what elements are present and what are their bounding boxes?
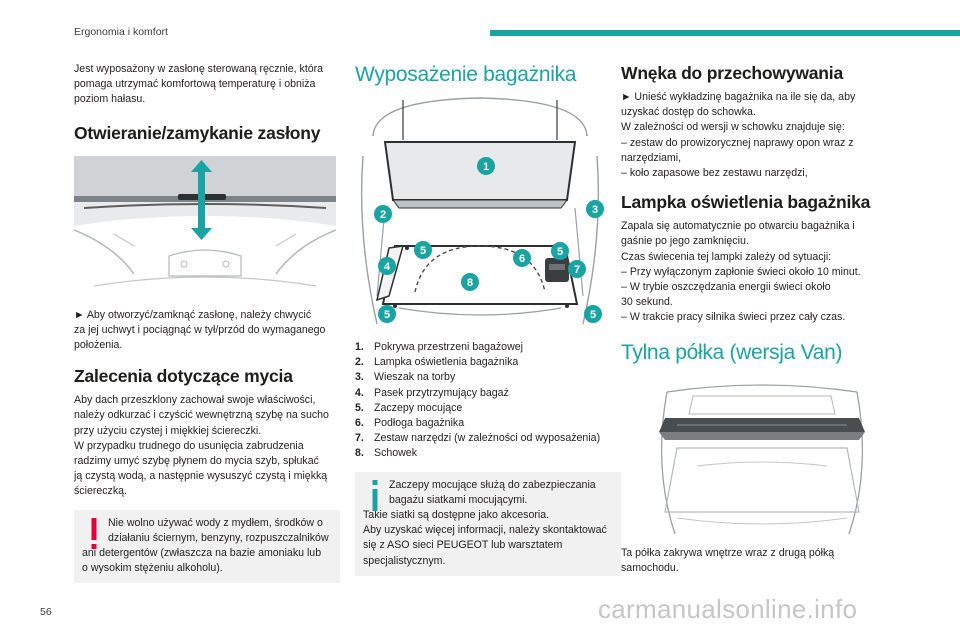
callout-5d: 5 xyxy=(584,305,602,323)
legend-item: 6.Podłoga bagażnika xyxy=(355,417,465,430)
heading-blind: Otwieranie/zamykanie zasłony xyxy=(74,122,321,143)
svg-text:3: 3 xyxy=(592,204,598,216)
callout-2: 2 xyxy=(374,205,392,223)
column-right: Wnęka do przechowywania ► Unieść wykładz… xyxy=(621,62,887,576)
legend-item: 8.Schowek xyxy=(355,447,417,460)
storage-paragraph: ► Unieść wykładzinę bagażnika na ile się… xyxy=(621,91,856,180)
warning-box: Nie wolno używać wody z mydłem, środków … xyxy=(74,509,340,584)
heading-cleaning: Zalecenia dotyczące mycia xyxy=(74,366,293,387)
warning-exclamation-icon xyxy=(91,517,97,549)
legend-item: 1.Pokrywa przestrzeni bagażowej xyxy=(355,341,523,353)
column-left: Jest wyposażony w zasłonę sterowaną ręcz… xyxy=(74,62,340,584)
legend-item: 4.Pasek przytrzymujący bagaż xyxy=(355,386,509,399)
rear-shelf-illustration xyxy=(647,377,877,534)
svg-text:6: 6 xyxy=(519,253,525,265)
legend-list: 1.Pokrywa przestrzeni bagażowej 2.Lampka… xyxy=(355,340,621,462)
legend-item: 3.Wieszak na torby xyxy=(355,371,456,384)
blind-instruction: ► Aby otworzyć/zamknąć zasłonę, należy c… xyxy=(74,308,326,352)
svg-text:8: 8 xyxy=(467,277,473,289)
lamp-paragraph: Zapala się automatycznie po otwarciu bag… xyxy=(621,220,861,324)
shelf-paragraph: Ta półka zakrywa wnętrze wraz z drugą pó… xyxy=(621,546,835,574)
callout-1: 1 xyxy=(477,157,495,175)
callout-5b: 5 xyxy=(551,242,569,260)
svg-text:4: 4 xyxy=(384,261,391,273)
callout-8: 8 xyxy=(461,273,479,291)
callout-3: 3 xyxy=(586,200,604,218)
info-icon xyxy=(372,479,378,511)
legend-item: 7.Zestaw narzędzi (w zależności od wypos… xyxy=(355,432,601,445)
column-middle: Wyposażenie bagażnika 1 2 3 4 5 5 6 7 8 … xyxy=(355,62,621,576)
legend-item: 5.Zaczepy mocujące xyxy=(355,401,463,414)
heading-rear-shelf: Tylna półka (wersja Van) xyxy=(621,340,843,364)
page-number: 56 xyxy=(40,606,52,618)
callout-5a: 5 xyxy=(414,241,432,259)
intro-paragraph: Jest wyposażony w zasłonę sterowaną ręcz… xyxy=(74,63,324,106)
svg-text:5: 5 xyxy=(590,309,596,321)
svg-text:5: 5 xyxy=(557,246,563,258)
svg-text:5: 5 xyxy=(384,309,390,321)
watermark: carmanualsonline.info xyxy=(598,594,858,624)
running-header: Ergonomia i komfort xyxy=(74,26,168,38)
header-accent-bar xyxy=(490,30,960,36)
svg-text:1: 1 xyxy=(483,161,489,173)
callout-6: 6 xyxy=(513,249,531,267)
svg-text:7: 7 xyxy=(574,264,580,276)
heading-storage: Wnęka do przechowywania xyxy=(621,63,843,83)
legend-item: 2.Lampka oświetlenia bagażnika xyxy=(355,356,519,369)
heading-boot-lamp: Lampka oświetlenia bagażnika xyxy=(621,192,871,213)
svg-text:2: 2 xyxy=(380,209,386,221)
boot-equipment-illustration: 1 2 3 4 5 5 6 7 8 5 5 xyxy=(355,96,605,328)
callout-7: 7 xyxy=(568,260,586,278)
cleaning-paragraph: Aby dach przeszklony zachował swoje właś… xyxy=(74,394,329,498)
sunroof-blind-illustration xyxy=(74,155,336,294)
info-box: Zaczepy mocujące służą do zabezpieczania… xyxy=(355,471,621,576)
callout-4: 4 xyxy=(378,257,396,275)
svg-text:5: 5 xyxy=(420,245,426,257)
callout-5c: 5 xyxy=(378,305,396,323)
heading-boot-equipment: Wyposażenie bagażnika xyxy=(355,63,577,86)
